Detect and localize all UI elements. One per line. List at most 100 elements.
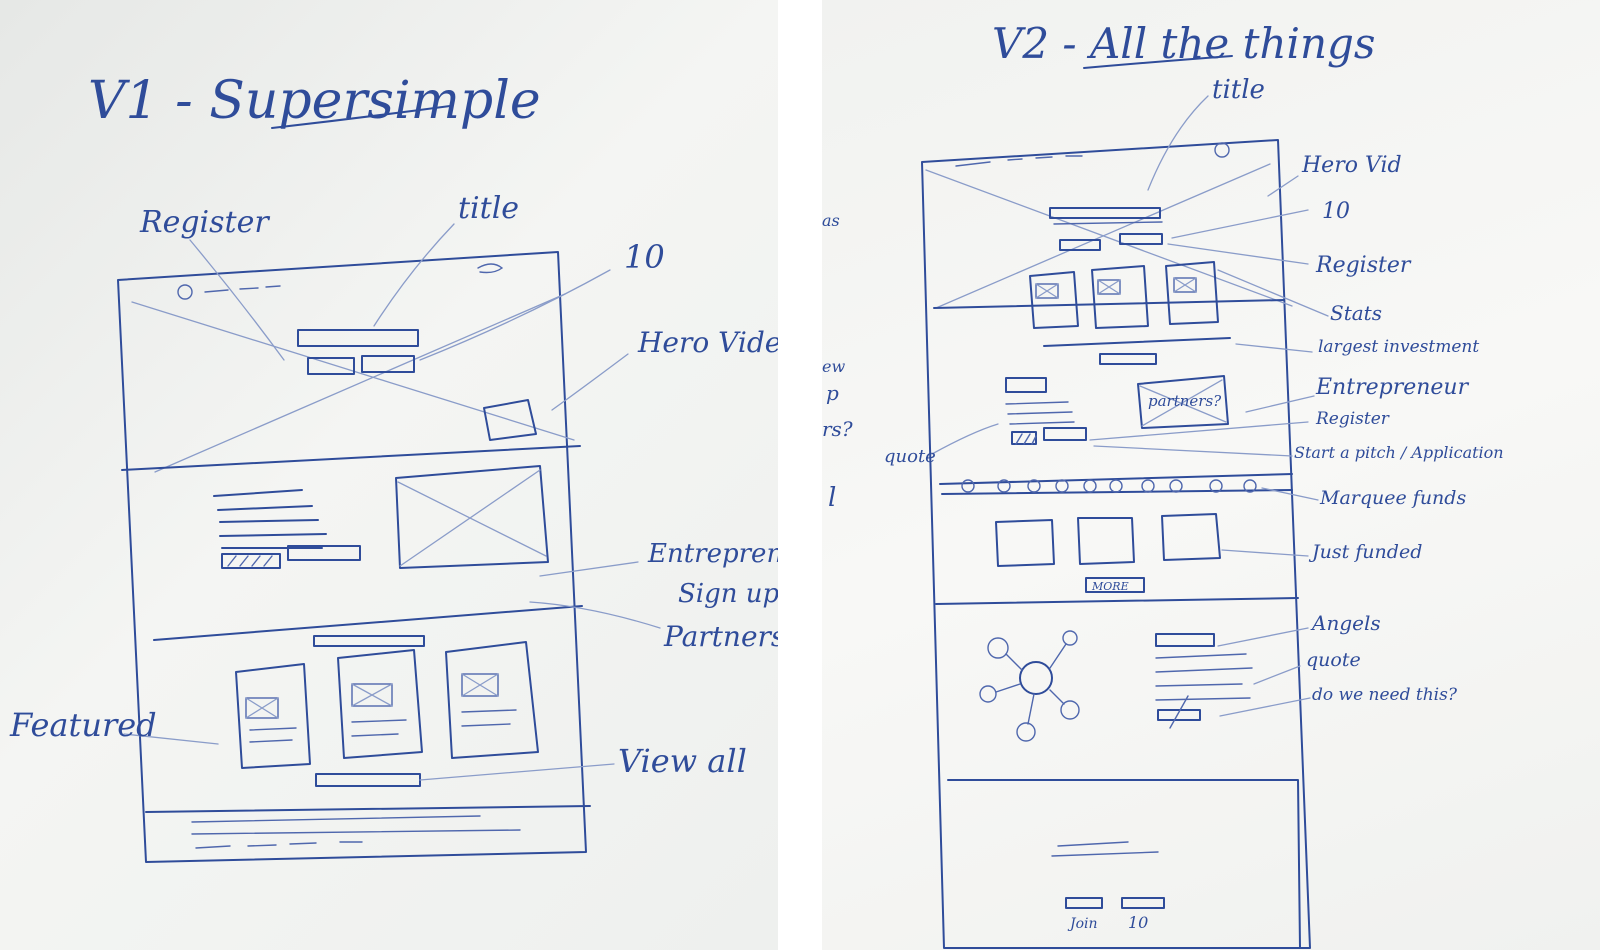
leader-partners (529, 601, 661, 629)
label-title-v2: title (1212, 75, 1265, 105)
stats-io-button (1099, 353, 1157, 365)
stats-card-3-image (1173, 277, 1197, 293)
whiteboard-v1: V1 - Supersimple (0, 0, 778, 950)
join-io-button (1121, 897, 1165, 909)
leader-do-we-need (1219, 697, 1311, 717)
heading-underline-v2 (1083, 55, 1233, 69)
label-entrepreneur-v2: Entrepreneur (1315, 375, 1470, 400)
label-partners: Partners? (663, 620, 778, 653)
featured-title-box (313, 635, 425, 647)
leader-hero-video (551, 353, 629, 411)
leader-register-v2 (1167, 243, 1309, 265)
hero-register-button-v2 (1059, 239, 1101, 251)
leader-quote (931, 423, 999, 455)
label-quote-2: quote (1306, 649, 1361, 671)
featured-card-1-image-cross (245, 697, 279, 719)
footer-lines (191, 815, 521, 849)
leader-just-funded (1221, 549, 1309, 557)
leader-io-v2 (1171, 209, 1309, 239)
label-title: title (458, 191, 519, 226)
stats-card-2-image (1097, 279, 1121, 295)
label-join: Join (1067, 916, 1098, 932)
label-angels: Angels (1310, 611, 1381, 635)
leader-featured (123, 733, 219, 745)
hero-video-box (483, 399, 537, 441)
entrepreneur-register-hatching (1015, 433, 1037, 445)
sketch-v1: V1 - Supersimple (9, 71, 778, 863)
heading-v1: V1 - Supersimple (88, 71, 541, 131)
label-quote: quote (884, 446, 936, 467)
angels-network-diagram (979, 630, 1080, 742)
leader-hero-vid (1267, 175, 1299, 197)
featured-card-lines (249, 709, 517, 743)
label-hero-video: Hero Video (637, 326, 778, 359)
join-block (947, 779, 1301, 949)
hero-title-box-v2 (1049, 207, 1161, 219)
featured-card-2-image-cross (351, 683, 393, 707)
join-button (1065, 897, 1103, 909)
featured-card-3 (445, 641, 539, 759)
edge-fragment-5: l (828, 483, 836, 513)
featured-view-all-button (315, 773, 421, 787)
hero-cross-b-v2 (935, 163, 1271, 309)
entrepreneur-text-lines (213, 489, 327, 549)
entrepreneur-lines-v2 (1005, 401, 1075, 425)
label-just-funded: Just funded (1308, 541, 1422, 563)
label-join-io: 10 (1128, 913, 1148, 932)
leader-largest (1235, 343, 1313, 353)
entrepreneur-image (395, 465, 549, 569)
featured-card-3-image (461, 673, 499, 697)
label-sign-up: Sign up (678, 579, 778, 609)
stats-card-1-image (1035, 283, 1059, 299)
footer-top-line (145, 805, 591, 813)
partners-image-note: partners? (1148, 392, 1222, 410)
stats-card-1 (1029, 271, 1079, 329)
label-featured: Featured (9, 706, 157, 744)
more-button (1085, 577, 1145, 593)
entrepreneur-pitch-button (1043, 427, 1087, 441)
label-largest-investment: largest investment (1318, 337, 1479, 357)
edge-fragment-2: ew (822, 357, 845, 376)
marquee-logos (961, 479, 1257, 493)
label-view-all: View all (618, 742, 747, 780)
leader-title (373, 223, 455, 327)
hero-title-box (297, 329, 419, 347)
entrepreneur-title-v2 (1005, 377, 1047, 393)
label-register-2: Register (1315, 409, 1390, 429)
leader-angels (1217, 627, 1309, 647)
partners-image (1137, 375, 1229, 429)
leader-view-all (419, 763, 615, 781)
browser-url-bar (204, 285, 281, 293)
label-marquee: Marquee funds (1319, 487, 1466, 509)
hero-subtitle-line (1053, 221, 1163, 225)
featured-card-2-image (351, 683, 393, 707)
marquee-top-line (939, 473, 1293, 485)
featured-card-2 (337, 649, 423, 759)
hero-cross-a-v2 (925, 169, 1293, 307)
label-start-pitch: Start a pitch / Application (1294, 443, 1504, 462)
hero-io-button (361, 355, 415, 373)
just-funded-card-1 (995, 519, 1055, 567)
leader-marquee (1261, 487, 1319, 501)
hero-io-button-v2 (1119, 233, 1163, 245)
heading-underline (271, 105, 451, 129)
section-divider (153, 605, 583, 641)
join-text-lines (1051, 841, 1159, 857)
leader-title-v2 (1147, 95, 1209, 191)
photo-gap (778, 0, 822, 950)
stats-image-crosses (1035, 277, 1197, 299)
browser-dot (177, 284, 193, 300)
label-register-v2: Register (1315, 253, 1412, 278)
whiteboard-v2: as ew p rs? l V2 - All the things (822, 0, 1600, 950)
entrepreneur-partners-button (287, 545, 361, 561)
leader-entrepreneur (539, 561, 639, 577)
leader-register (189, 239, 285, 361)
hero-cross-b (154, 293, 566, 473)
browser-dot-v2 (1214, 142, 1230, 158)
leader-quote-2 (1253, 665, 1301, 685)
sketch-v2: as ew p rs? l V2 - All the things (822, 19, 1504, 949)
hero-logo-mark (477, 263, 504, 274)
label-register: Register (139, 205, 270, 240)
stats-card-2 (1091, 265, 1149, 329)
